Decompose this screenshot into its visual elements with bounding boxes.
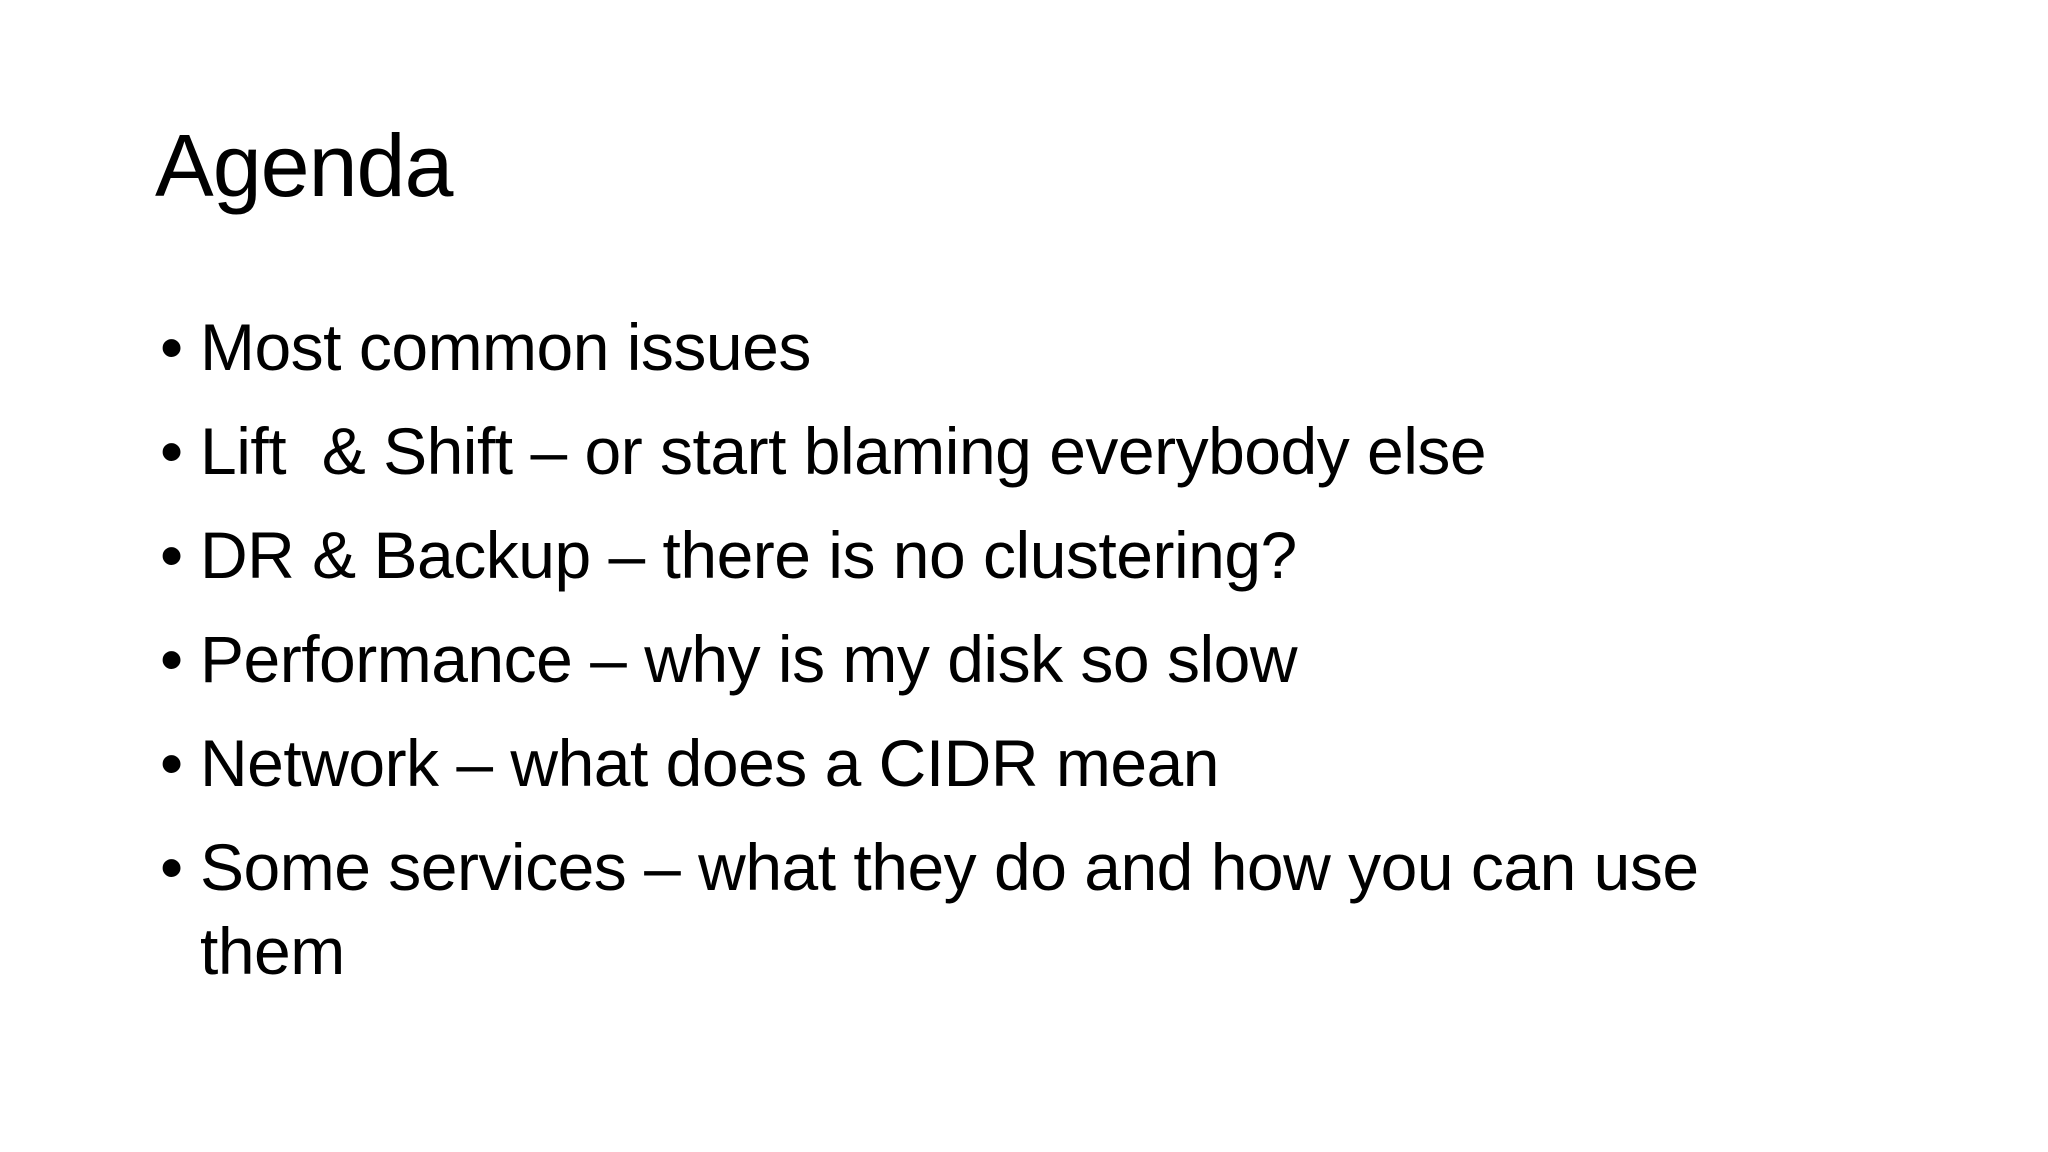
list-item: • Network – what does a CIDR mean [158, 721, 1758, 805]
list-item: • Some services – what they do and how y… [158, 825, 1758, 993]
slide-title: Agenda [155, 116, 453, 215]
bullet-icon: • [160, 414, 183, 488]
agenda-item-text: Performance – why is my disk so slow [200, 622, 1298, 696]
bullet-icon: • [160, 726, 183, 800]
bullet-icon: • [160, 310, 183, 384]
list-item: • Lift & Shift – or start blaming everyb… [158, 409, 1758, 493]
agenda-item-text: Network – what does a CIDR mean [200, 726, 1219, 800]
agenda-item-text: Some services – what they do and how you… [200, 830, 1717, 988]
list-item: • Performance – why is my disk so slow [158, 617, 1758, 701]
bullet-icon: • [160, 518, 183, 592]
bullet-icon: • [160, 622, 183, 696]
list-item: • Most common issues [158, 305, 1758, 389]
agenda-list: • Most common issues • Lift & Shift – or… [158, 305, 1758, 993]
agenda-item-text: DR & Backup – there is no clustering? [200, 518, 1297, 592]
agenda-item-text: Lift & Shift – or start blaming everybod… [200, 414, 1487, 488]
list-item: • DR & Backup – there is no clustering? [158, 513, 1758, 597]
bullet-icon: • [160, 830, 183, 904]
agenda-item-text: Most common issues [200, 310, 811, 384]
